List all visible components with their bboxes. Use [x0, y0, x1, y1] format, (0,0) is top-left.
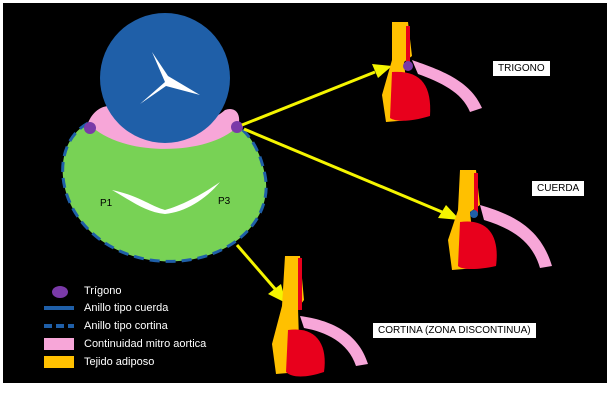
trigono-red-strip	[406, 26, 410, 66]
legend-cuerda-text: Anillo tipo cuerda	[84, 302, 168, 314]
cortina-box-label: CORTINA (ZONA DISCONTINUA)	[372, 322, 537, 339]
cuerda-red-strip	[474, 173, 478, 213]
trigone-right-dot	[231, 121, 243, 133]
p3-label: P3	[218, 196, 230, 207]
cuerda-dot	[470, 210, 478, 218]
legend-continuidad-swatch	[44, 338, 74, 350]
trigono-dot	[403, 61, 413, 71]
legend-trigono-swatch	[52, 286, 68, 298]
legend-adiposo-swatch	[44, 356, 74, 368]
legend-continuidad-text: Continuidad mitro aortica	[84, 338, 206, 350]
legend-trigono-text: Trígono	[84, 285, 122, 297]
cortina-red-strip	[298, 258, 302, 310]
legend-adiposo-text: Tejido adiposo	[84, 356, 154, 368]
trigone-left-dot	[84, 122, 96, 134]
cuerda-box-label: CUERDA	[531, 180, 585, 197]
p1-label: P1	[100, 198, 112, 209]
trigono-box-label: TRIGONO	[492, 60, 551, 77]
legend-cortina-text: Anillo tipo cortina	[84, 320, 168, 332]
